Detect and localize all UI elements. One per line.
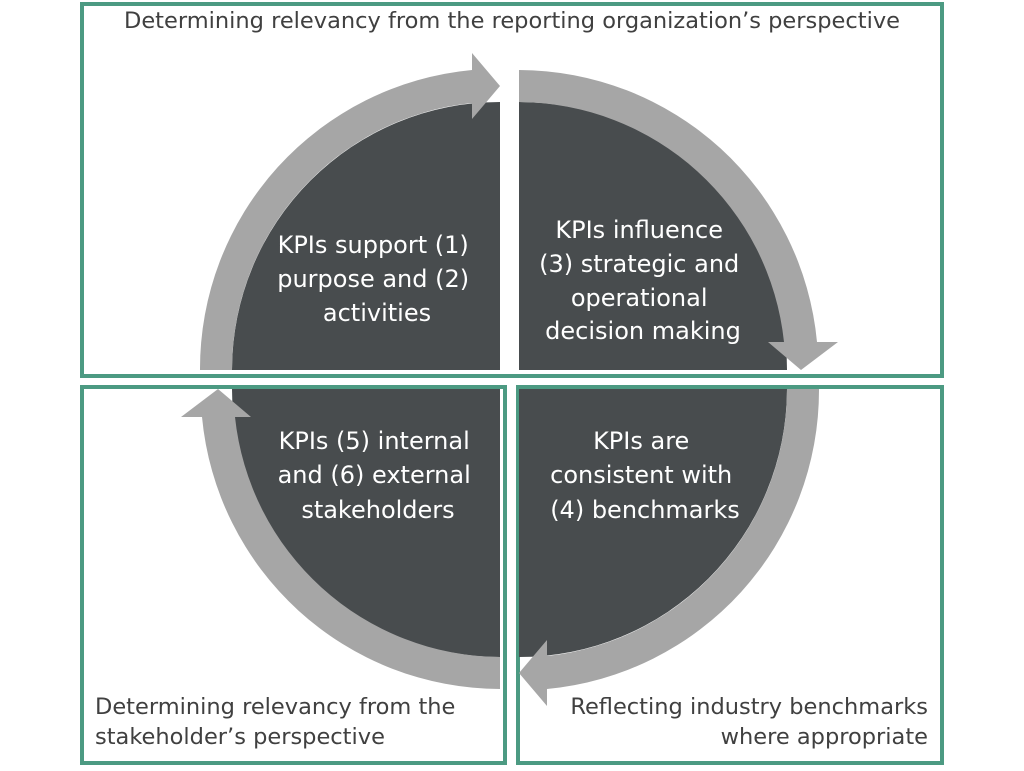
- region-label-stakeholder: Determining relevancy from the stakehold…: [95, 692, 455, 752]
- quadrant-bottom-left-text: KPIs (5) internal and (6) external stake…: [278, 427, 479, 524]
- quadrant-top-left: [232, 102, 500, 370]
- quadrant-bottom-right-text: KPIs are consistent with (4) benchmarks: [550, 427, 740, 524]
- curved-arrow-left-icon: [519, 389, 820, 706]
- region-label-benchmarks: Reflecting industry benchmarks where app…: [570, 692, 928, 752]
- quadrant-top-right: [519, 102, 787, 370]
- region-frame-organization: [80, 2, 944, 378]
- curved-arrow-down-icon: [519, 70, 838, 370]
- quadrant-bottom-right: [519, 389, 787, 657]
- curved-arrow-up-icon: [181, 389, 500, 689]
- quadrant-top-right-text: KPIs influence (3) strategic and operati…: [539, 216, 747, 345]
- region-frame-stakeholder: [80, 385, 507, 765]
- region-label-benchmarks-line-2: where appropriate: [720, 724, 928, 750]
- region-label-stakeholder-line-1: Determining relevancy from the: [95, 694, 456, 720]
- region-label-benchmarks-line-1: Reflecting industry benchmarks: [570, 694, 928, 720]
- region-label-stakeholder-line-2: stakeholder’s perspective: [95, 724, 385, 750]
- curved-arrow-right-icon: [199, 53, 500, 370]
- region-label-organization: Determining relevancy from the reporting…: [124, 8, 900, 34]
- quadrant-bottom-left: [232, 389, 500, 657]
- quadrant-top-left-text: KPIs support (1) purpose and (2) activit…: [277, 231, 477, 327]
- region-frame-benchmarks: [516, 385, 944, 765]
